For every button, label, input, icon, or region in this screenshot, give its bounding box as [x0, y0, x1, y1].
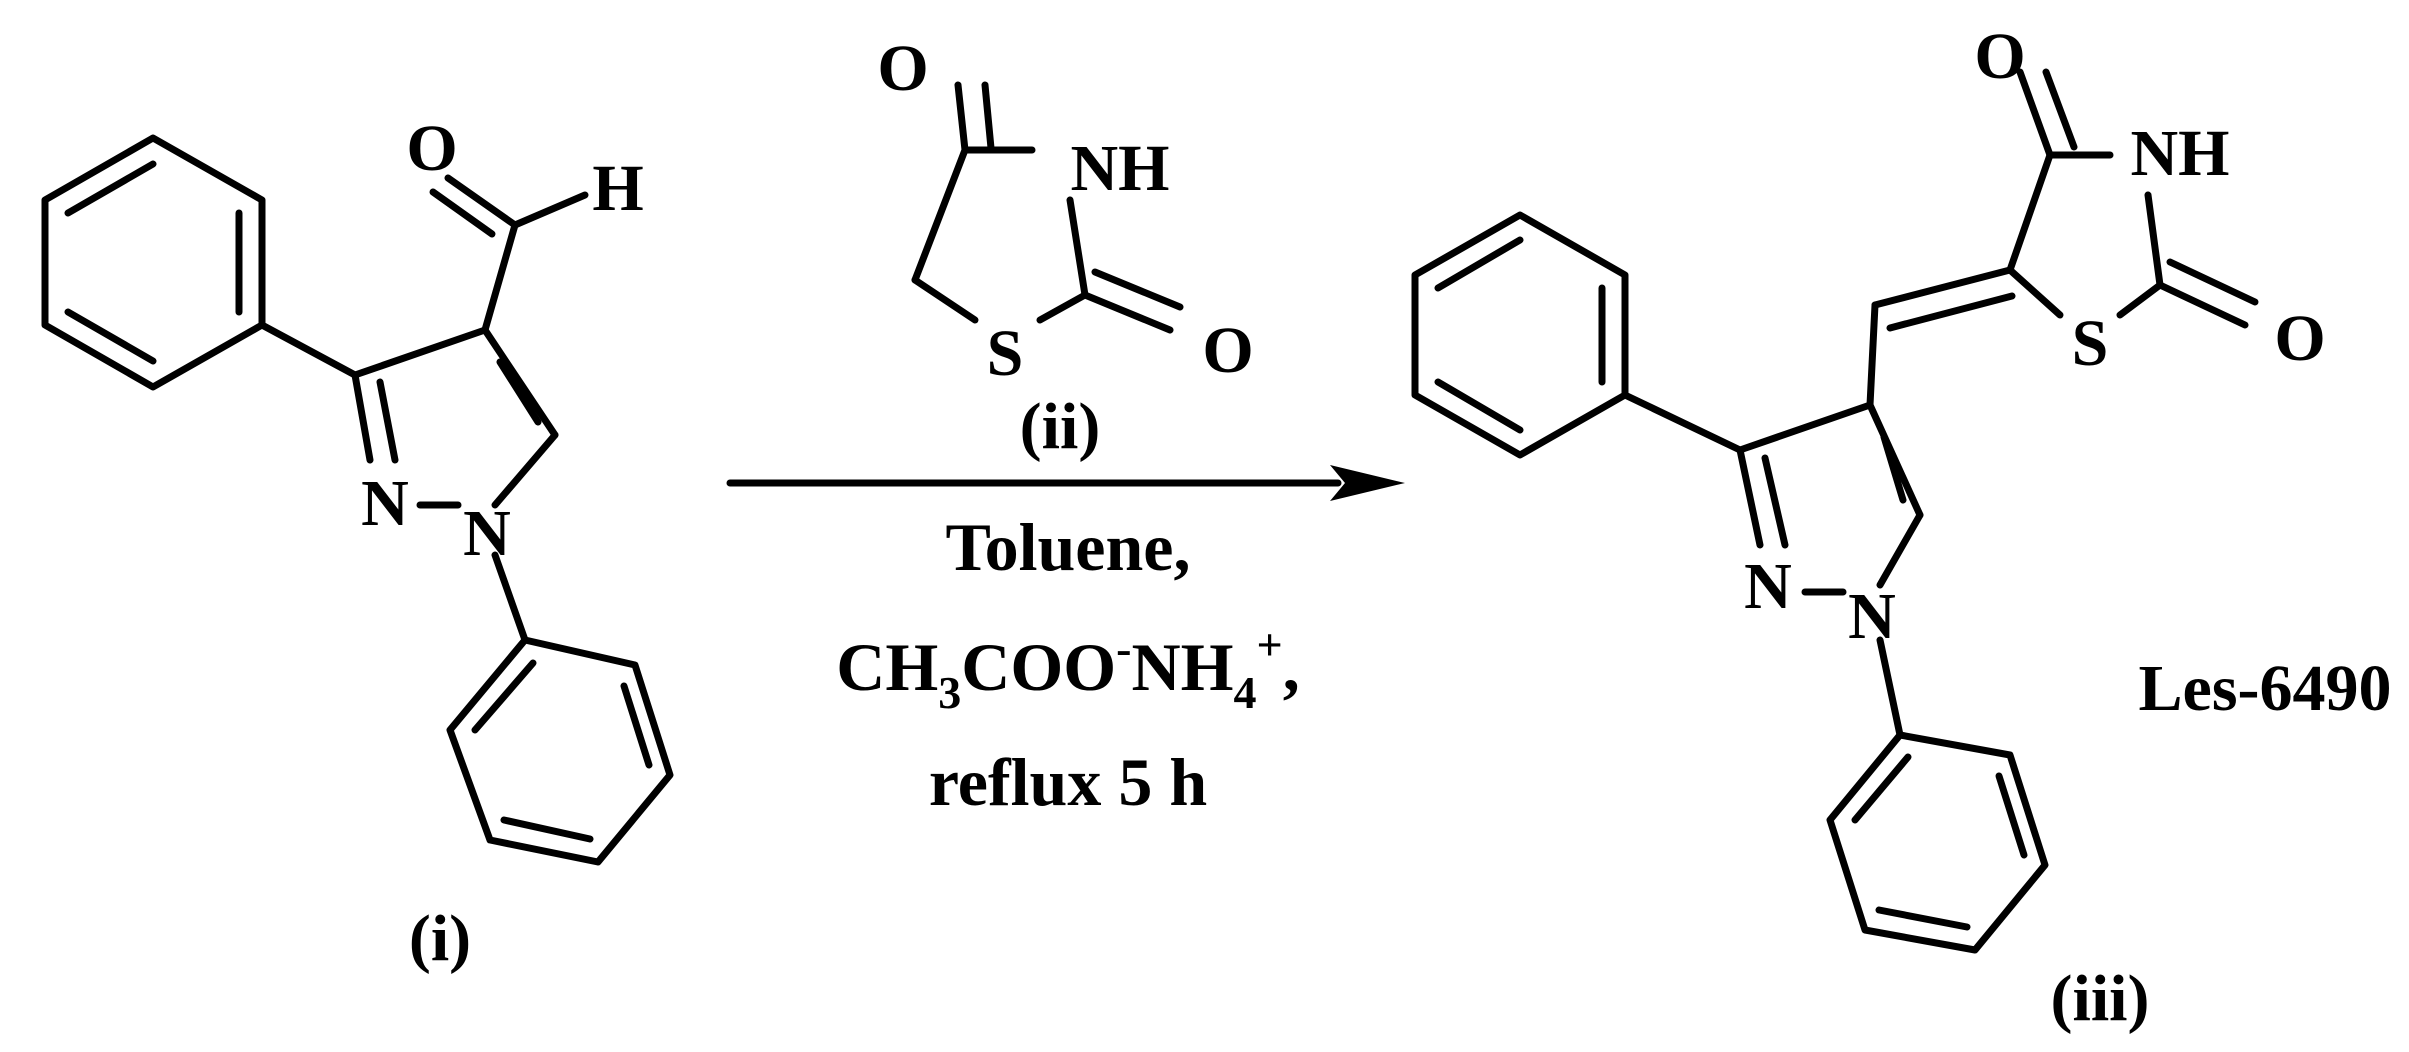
- bond-phenyl-c3: [258, 321, 359, 379]
- catalyst-coo: COO: [961, 629, 1116, 705]
- nitrogen-atom-n2: N: [1744, 550, 1792, 623]
- bond-n1-phenyl: [491, 551, 529, 644]
- product-name-label: Les-6490: [2139, 652, 2392, 725]
- hydrogen-atom: H: [592, 152, 643, 225]
- bond-c4-ch: [1866, 301, 1879, 409]
- thiazolidinedione-ring: [2006, 68, 2259, 329]
- pyrazole-ring: [351, 326, 559, 509]
- catalyst-comma: ,: [1283, 629, 1300, 705]
- bond-exocyclic-double-2: [1886, 292, 2016, 332]
- catalyst-plus: +: [1257, 619, 1283, 670]
- bond-c-o-double: [444, 174, 519, 229]
- compound-iii-structure: O NH S O N N: [1411, 20, 2326, 954]
- nh-group: NH: [2131, 117, 2230, 190]
- bond-c-h: [511, 191, 589, 229]
- catalyst-ch: CH: [836, 629, 938, 705]
- nitrogen-atom-n1: N: [463, 497, 511, 570]
- conditions-solvent: Toluene,: [945, 509, 1190, 585]
- sulfur-atom: S: [2072, 307, 2109, 380]
- catalyst-sub-4: 4: [1234, 667, 1257, 718]
- compound-i-structure: O H N N: [41, 112, 674, 866]
- compound-ii-structure: O NH S O: [877, 32, 1253, 390]
- nh-group: NH: [1071, 132, 1170, 205]
- oxygen-atom-c2: O: [1202, 314, 1253, 387]
- bond-c4-cho: [481, 221, 519, 334]
- pyrazole-ring: [1736, 401, 1924, 596]
- oxygen-atom-c2: O: [2274, 302, 2325, 375]
- conditions-catalyst: CH3COO-NH4+,: [836, 619, 1299, 718]
- catalyst-sub-3: 3: [938, 667, 961, 718]
- phenyl-ring-c3: [1411, 211, 1629, 459]
- phenyl-ring-n1: [1826, 731, 2049, 954]
- oxygen-atom-c4: O: [1974, 20, 2025, 93]
- phenyl-ring-c3: [41, 134, 266, 391]
- catalyst-minus: -: [1116, 623, 1131, 674]
- bond-c-o-double-2: [429, 188, 496, 238]
- reaction-arrow: [726, 465, 1405, 501]
- catalyst-nh: NH: [1132, 629, 1234, 705]
- bond-n1-phenyl: [1876, 636, 1904, 739]
- nitrogen-atom-n2: N: [361, 467, 409, 540]
- conditions-time: reflux 5 h: [929, 744, 1207, 820]
- oxygen-atom: O: [406, 112, 457, 185]
- nitrogen-atom-n1: N: [1848, 580, 1896, 653]
- compound-i-label: (i): [409, 902, 471, 975]
- sulfur-atom: S: [987, 317, 1024, 390]
- bond-exocyclic-double: [1871, 266, 2014, 309]
- compound-ii-label: (ii): [1020, 390, 1101, 463]
- phenyl-ring-n1: [446, 636, 674, 866]
- compound-iii-label: (iii): [2051, 962, 2150, 1035]
- bond-phenyl-c3: [1621, 391, 1744, 454]
- oxygen-atom-c4: O: [877, 32, 928, 105]
